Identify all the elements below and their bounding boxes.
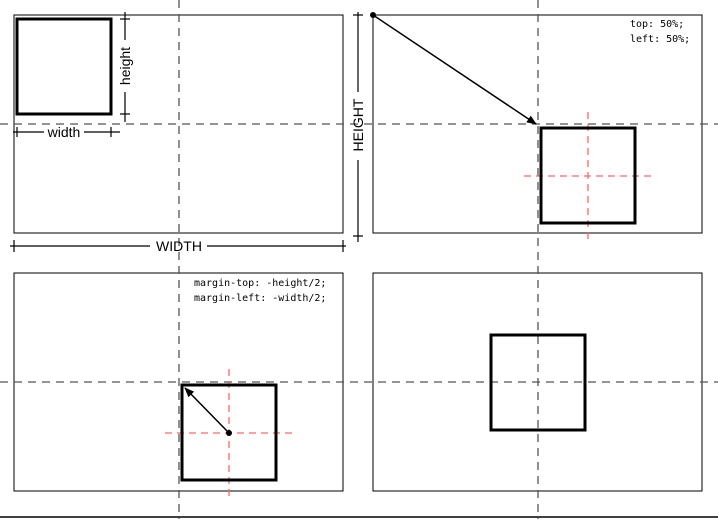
width-label: width — [47, 124, 81, 140]
code-top: top: 50%; — [630, 19, 684, 30]
code-margin-left: margin-left: -width/2; — [194, 293, 326, 304]
red-guides-top-right — [524, 112, 654, 240]
width-dimension — [13, 127, 120, 137]
big-width-label: WIDTH — [156, 238, 202, 254]
big-height-label: HEIGHT — [350, 98, 366, 151]
height-dimension — [120, 12, 130, 122]
offset-box — [180, 383, 278, 482]
child-box — [15, 17, 113, 116]
height-label: height — [117, 47, 133, 85]
moved-box — [539, 126, 637, 225]
move-arrow — [372, 14, 537, 125]
code-margin-top: margin-top: -height/2; — [194, 278, 326, 289]
code-left: left: 50%; — [630, 34, 690, 45]
margin-arrow — [184, 387, 230, 434]
centered-box — [489, 333, 587, 432]
big-width-dimension — [10, 240, 346, 252]
big-height-dimension — [353, 12, 363, 242]
